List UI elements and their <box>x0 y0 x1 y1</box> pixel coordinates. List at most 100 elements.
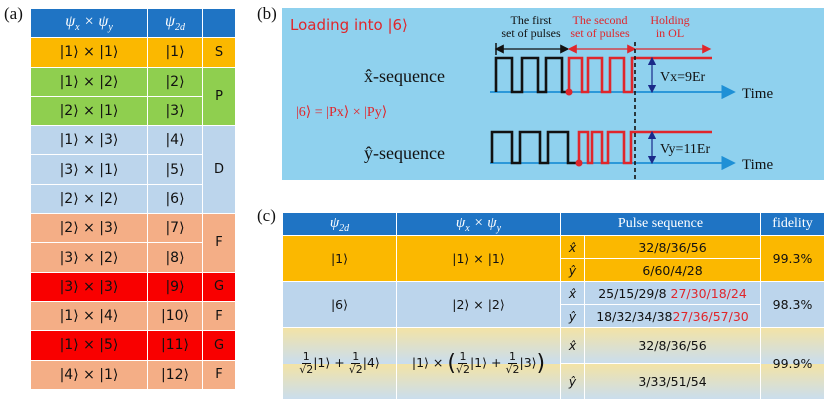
product-state: |1⟩ × |3⟩ <box>30 125 148 156</box>
two-d-state: |11⟩ <box>147 330 203 361</box>
product-state: |1⟩ × |1⟩ <box>30 37 148 68</box>
row3-ket1: |1⟩ <box>313 355 331 370</box>
orbital-label: F <box>202 300 236 332</box>
table-row: |3⟩ × |2⟩|8⟩ <box>30 242 236 273</box>
row3-y-sequence: 3/33/51/54 <box>584 363 761 400</box>
row3-xhat: x̂ <box>560 327 585 364</box>
decomposition-label: |6⟩ = |Px⟩ × |Py⟩ <box>296 105 387 120</box>
x-time-label: Time <box>742 86 773 102</box>
pulse-sequence-table: ψ2d ψx × ψy Pulse sequence fidelity |1⟩ … <box>282 212 825 400</box>
row2-y-first: 18/32/34/38 <box>596 308 673 324</box>
row3-ket4: |4⟩ <box>362 355 380 370</box>
two-d-state: |6⟩ <box>147 183 203 215</box>
row3-frac-c: 1√2 <box>455 349 470 376</box>
product-state: |3⟩ × |2⟩ <box>30 242 148 273</box>
x-second-pulses <box>567 56 712 94</box>
row2-xhat: x̂ <box>560 281 585 305</box>
row3-fidelity: 99.9% <box>760 327 825 400</box>
row2-state: |6⟩ <box>282 281 397 328</box>
x-sequence-label: x̂-sequence <box>364 66 445 86</box>
row2-x-sequence: 25/15/29/8 27/30/18/24 <box>584 281 761 305</box>
product-state: |1⟩ × |4⟩ <box>30 300 148 332</box>
product-state: |1⟩ × |2⟩ <box>30 66 148 97</box>
orbital-label: F <box>202 213 236 273</box>
x-switch-dot <box>565 88 573 96</box>
row3-ket3: |3⟩ <box>519 355 537 370</box>
row1-x-sequence: 32/8/36/56 <box>584 235 761 259</box>
vx-label: Vx=9Er <box>660 70 706 85</box>
x-first-pulses <box>494 56 569 94</box>
header-state: ψ2d <box>282 212 397 236</box>
product-state: |2⟩ × |2⟩ <box>30 183 148 215</box>
header-fidelity: fidelity <box>760 212 825 236</box>
product-state: |4⟩ × |1⟩ <box>30 359 148 390</box>
header-product: ψx × ψy <box>30 7 148 39</box>
y-second-pulses <box>577 130 712 165</box>
row3-plus: + <box>334 355 345 370</box>
row1-product: |1⟩ × |1⟩ <box>396 235 561 282</box>
row2-y-sequence: 18/32/34/3827/36/57/30 <box>584 304 761 328</box>
orbital-label: S <box>202 37 236 68</box>
two-d-state: |9⟩ <box>147 271 203 302</box>
header-product: ψx × ψy <box>396 212 561 236</box>
two-d-state: |8⟩ <box>147 242 203 273</box>
product-state: |1⟩ × |5⟩ <box>30 330 148 361</box>
table-row: |2⟩ × |2⟩|6⟩ <box>30 183 236 215</box>
two-d-state: |4⟩ <box>147 125 203 156</box>
two-d-state: |3⟩ <box>147 95 203 127</box>
product-state: |2⟩ × |3⟩ <box>30 213 148 244</box>
header-orbital <box>202 7 236 39</box>
row2-y-second: 27/36/57/30 <box>672 308 749 324</box>
product-state: |2⟩ × |1⟩ <box>30 95 148 127</box>
table-row: |1⟩ × |4⟩|10⟩F <box>30 300 236 332</box>
row1-fidelity: 99.3% <box>760 235 825 282</box>
two-d-state: |7⟩ <box>147 213 203 244</box>
row2-yhat: ŷ <box>560 304 585 328</box>
two-d-state: |2⟩ <box>147 66 203 97</box>
product-state: |3⟩ × |3⟩ <box>30 271 148 302</box>
panel-label-c: (c) <box>257 206 276 225</box>
orbital-label: P <box>202 66 236 127</box>
orbital-label: G <box>202 271 236 302</box>
y-switch-dot <box>575 159 583 167</box>
table-row: |2⟩ × |1⟩|3⟩ <box>30 95 236 127</box>
row3-state: 1√2|1⟩ + 1√2|4⟩ <box>282 327 397 400</box>
table-row: |1⟩ × |3⟩|4⟩D <box>30 125 236 215</box>
row1-y-sequence: 6/60/4/28 <box>584 258 761 282</box>
row3-frac-a: 1√2 <box>299 349 314 376</box>
loading-title: Loading into |6⟩ <box>290 16 408 34</box>
orbital-label: G <box>202 330 236 361</box>
row3-product: |1⟩ × (1√2|1⟩ + 1√2|3⟩) <box>396 327 561 400</box>
table-row: |4⟩ × |1⟩|12⟩F <box>30 359 236 390</box>
row1-yhat: ŷ <box>560 258 585 282</box>
row1-state: |1⟩ <box>282 235 397 282</box>
row3-x-sequence: 32/8/36/56 <box>584 327 761 364</box>
row2-x-second: 27/30/18/24 <box>670 285 747 301</box>
panel-label-a: (a) <box>4 4 23 23</box>
two-d-state: |12⟩ <box>147 359 203 390</box>
panel-label-b: (b) <box>257 4 277 23</box>
row3-frac-d: 1√2 <box>505 349 520 376</box>
y-time-label: Time <box>742 157 773 173</box>
row3-frac-b: 1√2 <box>348 349 363 376</box>
row1-xhat: x̂ <box>560 235 585 259</box>
row2-fidelity: 98.3% <box>760 281 825 328</box>
table-row: |1⟩ × |2⟩|2⟩P <box>30 66 236 127</box>
row3-ket1x: |1⟩ × <box>411 355 444 370</box>
product-state: |3⟩ × |1⟩ <box>30 154 148 185</box>
y-sequence-label: ŷ-sequence <box>364 143 445 163</box>
table-row: |1⟩ × |5⟩|11⟩G <box>30 330 236 361</box>
two-d-state: |5⟩ <box>147 154 203 185</box>
row3-yhat: ŷ <box>560 363 585 400</box>
row2-x-first: 25/15/29/8 <box>598 285 667 301</box>
two-d-state: |1⟩ <box>147 37 203 68</box>
table-row: |3⟩ × |3⟩|9⟩G <box>30 271 236 302</box>
header-pulse-sequence: Pulse sequence <box>560 212 761 236</box>
orbital-label: F <box>202 359 236 390</box>
table-row: |2⟩ × |3⟩|7⟩F <box>30 213 236 273</box>
